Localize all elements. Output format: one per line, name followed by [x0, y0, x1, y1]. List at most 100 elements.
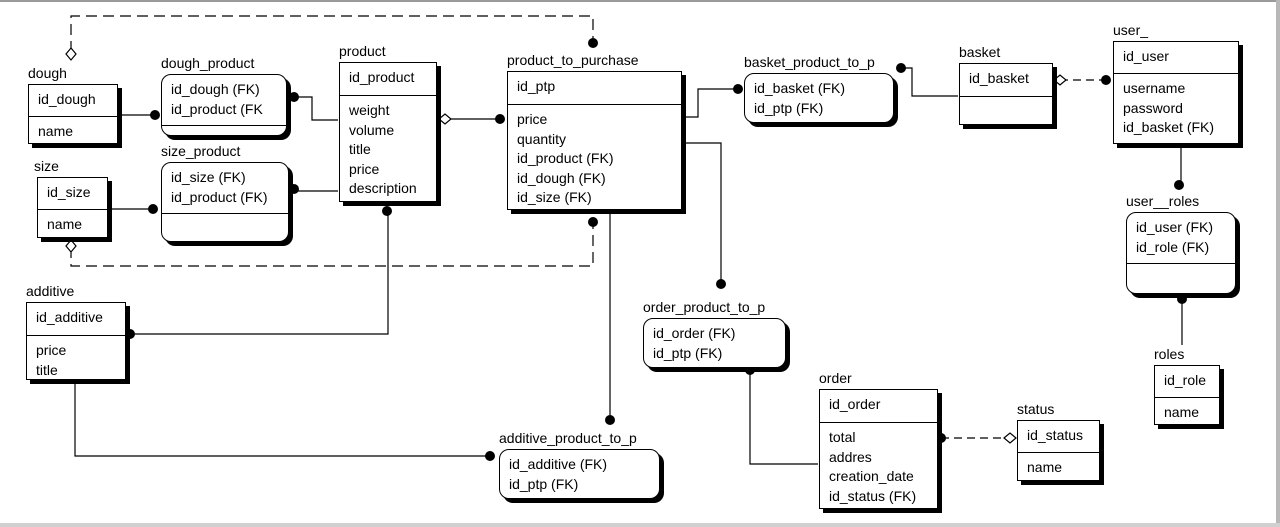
entity-order[interactable]: order id_order total addres creation_dat…: [819, 370, 938, 509]
attr-section: name: [38, 210, 107, 237]
pk-field: id_dough: [38, 91, 96, 107]
scrollbar-track[interactable]: [1276, 0, 1280, 527]
entity-box: id_basket (FK) id_ptp (FK): [744, 73, 894, 123]
diamond-marker: [438, 113, 452, 125]
entity-box: id_product weight volume title price des…: [339, 62, 437, 202]
dot-marker: [382, 206, 392, 216]
attr-section: price title: [27, 336, 125, 379]
pk-section: id_status: [1018, 421, 1099, 453]
attr-field: id_product (FK): [517, 150, 614, 166]
entity-box: id_order (FK) id_ptp (FK): [643, 318, 786, 368]
entity-order-product-to-p[interactable]: order_product_to_p id_order (FK) id_ptp …: [643, 299, 786, 368]
attr-field: price: [517, 111, 548, 127]
pk-field: id_additive (FK): [509, 456, 608, 472]
pk-section: id_ptp: [508, 72, 681, 105]
attr-field: volume: [349, 121, 395, 138]
diamond-marker: [65, 239, 77, 253]
rel-ptp-orderproduct: [682, 142, 722, 284]
entity-box: id_size name: [37, 177, 108, 238]
entity-box: id_basket: [959, 63, 1053, 125]
attr-section: total addres creation_date id_status (FK…: [820, 423, 937, 508]
entity-box: id_role name: [1154, 365, 1220, 425]
entity-product-to-purchase[interactable]: product_to_purchase id_ptp price quantit…: [507, 52, 682, 210]
pk-field: id_order (FK): [653, 325, 736, 341]
pk-field: id_additive: [36, 309, 103, 325]
pk-field: id_product (FK: [171, 100, 263, 117]
pk-section: id_additive (FK) id_ptp (FK): [500, 450, 659, 499]
rel-size-ptp: [70, 222, 594, 267]
attr-field: id_size (FK): [517, 189, 592, 205]
diamond-marker: [1003, 432, 1017, 444]
entity-product[interactable]: product id_product weight volume title p…: [339, 43, 437, 202]
entity-title: user__roles: [1126, 193, 1200, 209]
dot-marker: [1174, 180, 1184, 190]
pk-section: id_dough: [29, 85, 117, 117]
attr-field: title: [349, 141, 371, 157]
pk-field: id_size: [47, 184, 91, 200]
entity-user-roles[interactable]: user__roles id_user (FK) id_role (FK): [1126, 193, 1236, 294]
attr-section: price quantity id_product (FK) id_dough …: [508, 105, 681, 209]
pk-section: id_user (FK) id_role (FK): [1127, 213, 1235, 264]
pk-field: id_role: [1164, 372, 1207, 388]
entity-basket-product-to-p[interactable]: basket_product_to_p id_basket (FK) id_pt…: [744, 54, 894, 123]
rel-additive-additiveproduct: [74, 382, 490, 457]
entity-dough[interactable]: dough id_dough name: [28, 65, 118, 144]
attr-section: username password id_basket (FK): [1114, 74, 1238, 143]
entity-additive-product-to-p[interactable]: additive_product_to_p id_additive (FK) i…: [499, 430, 660, 499]
entity-status[interactable]: status id_status name: [1017, 401, 1100, 481]
dot-marker: [716, 279, 726, 289]
dot-marker: [1177, 294, 1187, 304]
attr-field: total: [829, 429, 856, 445]
entity-additive[interactable]: additive id_additive price title: [26, 283, 126, 380]
attr-field: price: [36, 342, 67, 358]
dot-marker: [936, 433, 946, 443]
pk-section: id_product: [340, 63, 436, 96]
pk-section: id_size (FK) id_product (FK): [162, 163, 288, 214]
attr-field: quantity: [517, 130, 567, 147]
entity-box: id_ptp price quantity id_product (FK) id…: [507, 71, 682, 210]
entity-dough-product[interactable]: dough_product id_dough (FK) id_product (…: [161, 55, 287, 136]
pk-section: id_user: [1114, 42, 1238, 74]
pk-field: id_user (FK): [1136, 219, 1214, 235]
attr-field: id_dough (FK): [517, 169, 606, 186]
pk-field: id_product: [349, 69, 415, 85]
pk-field: id_ptp (FK): [509, 475, 579, 492]
rel-product-doughproduct: [295, 96, 338, 121]
dot-marker: [495, 114, 505, 124]
attr-section: weight volume title price description: [340, 96, 436, 201]
pk-field: id_dough (FK): [171, 81, 260, 97]
entity-size-product[interactable]: size_product id_size (FK) id_product (FK…: [161, 143, 289, 242]
attr-field: name: [1164, 404, 1200, 420]
entity-size[interactable]: size id_size name: [34, 158, 108, 238]
diamond-marker: [1053, 74, 1067, 86]
entity-title: dough: [28, 65, 67, 81]
pk-field: id_size (FK): [171, 169, 246, 185]
pk-section: id_order (FK) id_ptp (FK): [644, 319, 785, 368]
dot-marker: [148, 204, 158, 214]
entity-title: order: [819, 370, 852, 386]
entity-box: id_size (FK) id_product (FK): [161, 162, 289, 242]
attr-field: addres: [829, 448, 872, 465]
entity-box: id_user (FK) id_role (FK): [1126, 212, 1236, 294]
entity-box: id_status name: [1017, 420, 1100, 481]
attr-field: weight: [349, 102, 390, 118]
attr-field: username: [1123, 80, 1186, 96]
dot-marker: [605, 415, 615, 425]
entity-box: id_additive (FK) id_ptp (FK): [499, 449, 660, 499]
attr-field: name: [47, 216, 83, 232]
entity-user[interactable]: user_ id_user username password id_baske…: [1113, 22, 1239, 144]
attr-field: id_basket (FK): [1123, 119, 1215, 135]
entity-title: status: [1017, 401, 1055, 417]
dot-marker: [289, 184, 299, 194]
attr-section: name: [1018, 453, 1099, 480]
entity-basket[interactable]: basket id_basket: [959, 44, 1053, 125]
entity-box: id_dough (FK) id_product (FK: [161, 74, 287, 136]
entity-title: basket: [959, 44, 1001, 60]
dot-marker: [588, 38, 598, 48]
dot-marker: [289, 92, 299, 102]
pk-section: id_role: [1155, 366, 1219, 398]
pk-section: id_basket: [960, 64, 1052, 97]
entity-roles[interactable]: roles id_role name: [1154, 346, 1220, 425]
pk-field: id_order: [829, 396, 881, 412]
